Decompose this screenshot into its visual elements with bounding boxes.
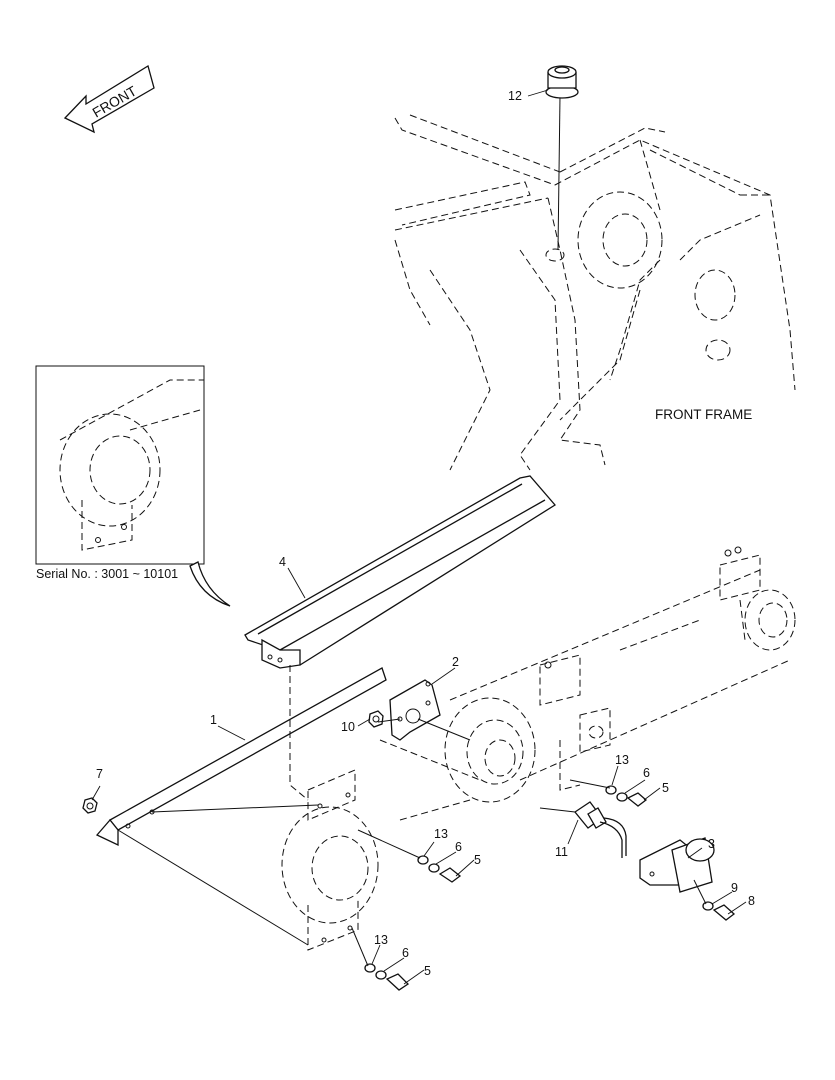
fastener-stack-right xyxy=(702,901,736,921)
callout-labels: 1 2 3 4 5 5 5 6 6 6 7 8 9 10 11 12 13 13… xyxy=(96,89,755,978)
inset-pointer-arrow xyxy=(189,561,231,607)
sensor-part-11 xyxy=(574,801,627,858)
front-direction-arrow: FRONT xyxy=(63,64,155,134)
callout-3: 3 xyxy=(708,837,715,851)
bar-part-1 xyxy=(95,667,387,847)
callout-5-lower: 5 xyxy=(424,964,431,978)
cap-part-3 xyxy=(639,837,715,893)
callout-5-upper: 5 xyxy=(662,781,669,795)
callout-6-middle: 6 xyxy=(455,840,462,854)
fastener-stack-middle xyxy=(417,855,462,883)
callout-12: 12 xyxy=(508,89,522,103)
callout-4: 4 xyxy=(279,555,286,569)
callout-5-middle: 5 xyxy=(474,853,481,867)
fastener-stack-upper xyxy=(605,785,648,807)
grommet-part-12 xyxy=(545,65,579,251)
nut-part-7 xyxy=(82,797,98,814)
callout-11: 11 xyxy=(555,845,568,859)
callout-8: 8 xyxy=(748,894,755,908)
front-frame-outline xyxy=(394,114,796,471)
callout-2: 2 xyxy=(452,655,459,669)
front-frame-label: FRONT FRAME xyxy=(655,407,752,422)
callout-13-middle: 13 xyxy=(434,827,448,841)
callout-6-lower: 6 xyxy=(402,946,409,960)
fastener-stack-lower xyxy=(364,963,410,991)
callout-10: 10 xyxy=(341,720,355,734)
callout-leaders xyxy=(91,89,747,985)
callout-1: 1 xyxy=(210,713,217,727)
inset-serial-caption: Serial No. : 3001 ~ 10101 xyxy=(36,567,178,581)
nut-part-10 xyxy=(368,710,384,728)
plate-part-2 xyxy=(389,679,441,741)
inset-detail xyxy=(35,365,205,565)
callout-9: 9 xyxy=(731,881,738,895)
assembly-lines xyxy=(117,718,707,967)
cover-part-4 xyxy=(244,475,556,669)
cylinder-assembly xyxy=(281,546,796,951)
callout-13-lower: 13 xyxy=(374,933,388,947)
callout-6-upper: 6 xyxy=(643,766,650,780)
callout-13-upper: 13 xyxy=(615,753,629,767)
callout-7: 7 xyxy=(96,767,103,781)
